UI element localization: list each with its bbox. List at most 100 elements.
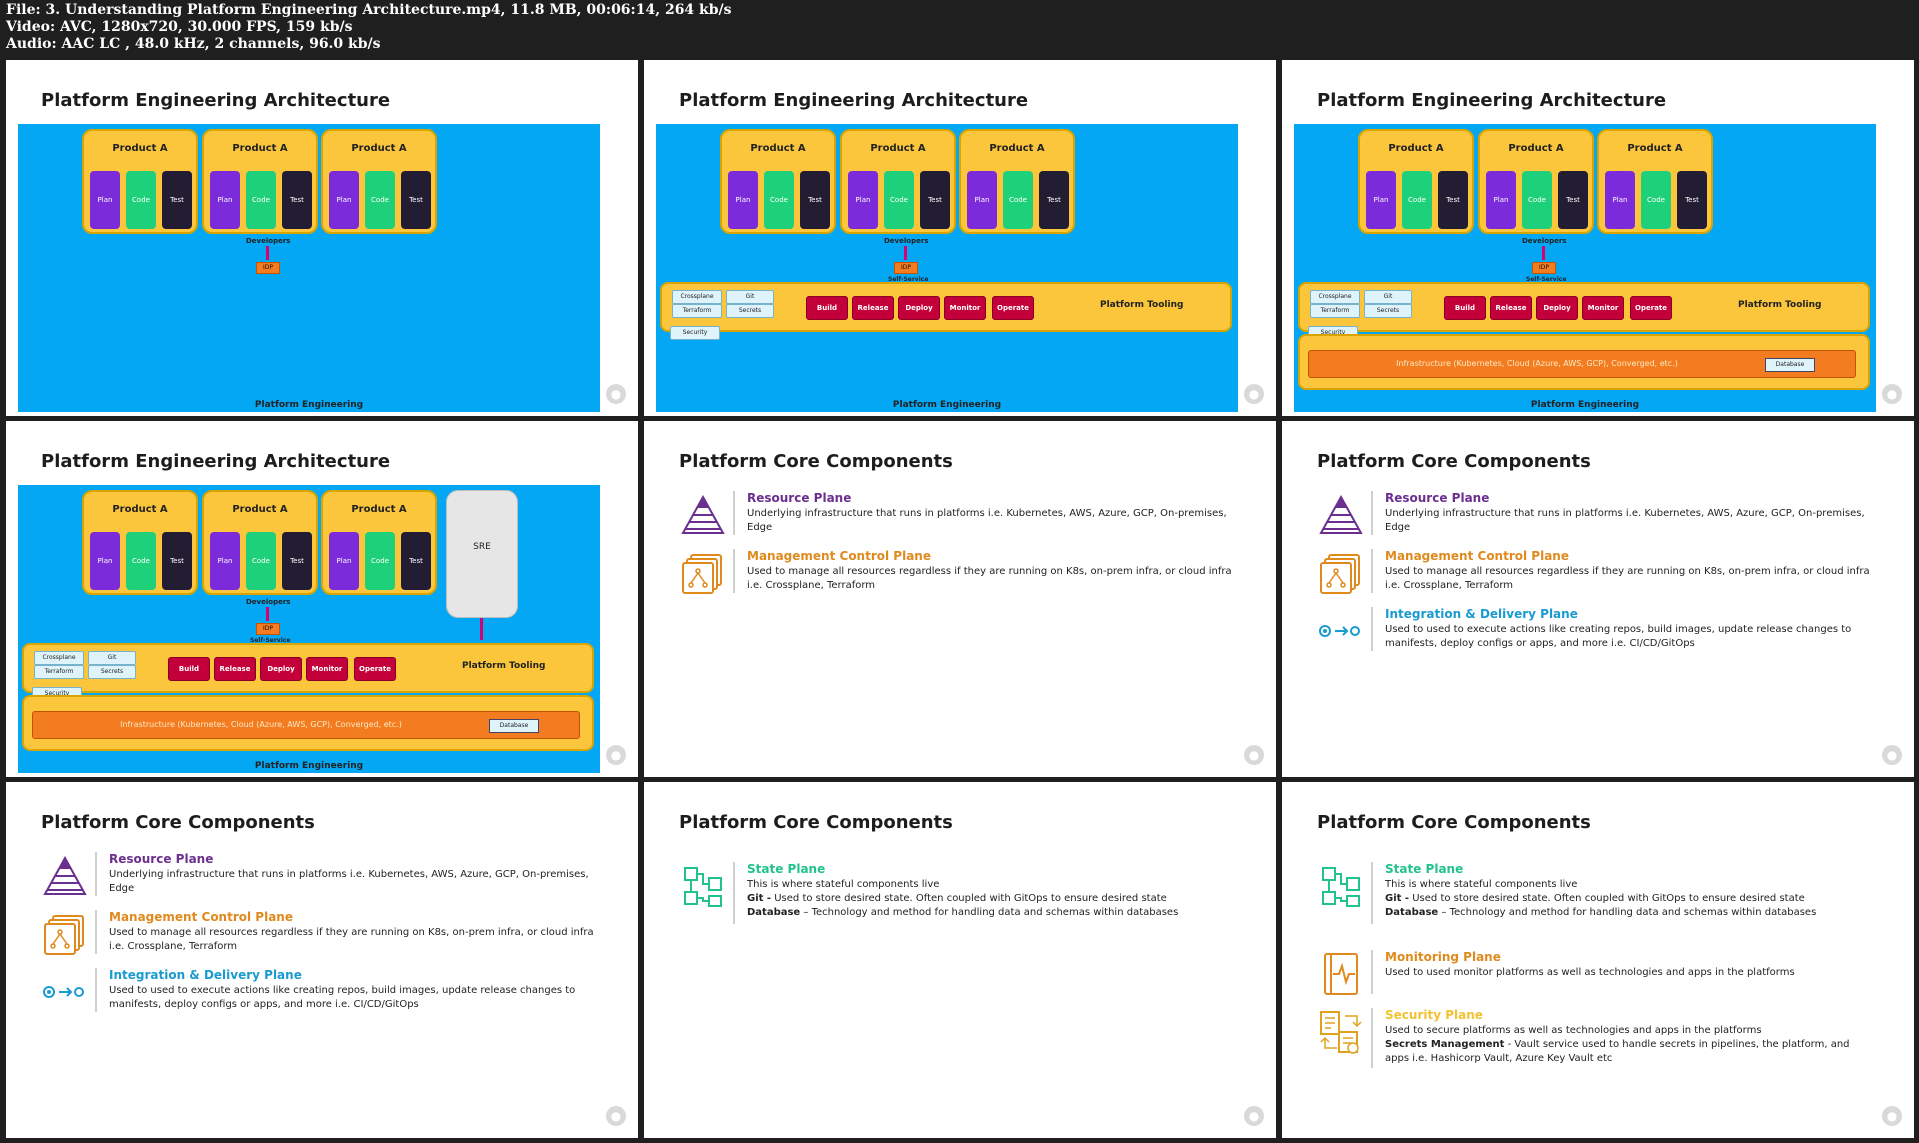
terraform-chip: Terraform (34, 665, 84, 679)
developers-label: Developers (246, 598, 291, 606)
git-chip: Git (1364, 290, 1412, 304)
state-plane-name: State Plane (747, 862, 826, 876)
resource-plane-name: Resource Plane (747, 491, 852, 505)
product-label: Product A (989, 143, 1045, 154)
pyramid-icon (1317, 491, 1365, 539)
management-plane-name: Management Control Plane (1385, 549, 1569, 563)
resource-plane-name: Resource Plane (1385, 491, 1490, 505)
test-column: Test (920, 171, 950, 229)
state-git-text: Used to store desired state. Often coupl… (771, 893, 1167, 904)
watermark-icon: ● (1244, 384, 1264, 404)
code-column: Code (126, 171, 156, 229)
plan-column: Plan (210, 171, 240, 229)
monitor-button: Monitor (306, 657, 348, 681)
watermark-icon: ● (606, 1106, 626, 1126)
code-column: Code (1402, 171, 1432, 229)
infrastructure-label: Infrastructure (Kubernetes, Cloud (Azure… (120, 720, 402, 729)
monitoring-plane-desc: Used to used monitor platforms as well a… (1385, 967, 1795, 978)
infrastructure-bar: Infrastructure (Kubernetes, Cloud (Azure… (32, 711, 580, 739)
idp-box: IDP (894, 262, 918, 274)
secrets-management-label: Secrets Management (1385, 1039, 1505, 1050)
operate-button: Operate (354, 657, 396, 681)
test-column: Test (1558, 171, 1588, 229)
terraform-chip: Terraform (1310, 304, 1360, 318)
self-service-label: Self-Service (250, 637, 291, 644)
layered-network-icon (41, 910, 89, 958)
build-button: Build (806, 296, 848, 320)
deploy-button: Deploy (1536, 296, 1578, 320)
divider (733, 862, 735, 924)
monitoring-plane-name: Monitoring Plane (1385, 950, 1501, 964)
divider (95, 968, 97, 1012)
code-column: Code (884, 171, 914, 229)
operate-button: Operate (1630, 296, 1672, 320)
resource-plane-desc: Underlying infrastructure that runs in p… (109, 869, 589, 894)
integration-plane-name: Integration & Delivery Plane (1385, 607, 1578, 621)
watermark-icon: ● (606, 745, 626, 765)
product-label: Product A (232, 143, 288, 154)
code-column: Code (365, 171, 395, 229)
watermark-icon: ● (1244, 745, 1264, 765)
divider (1371, 950, 1373, 994)
management-plane-name: Management Control Plane (109, 910, 293, 924)
plan-column: Plan (1605, 171, 1635, 229)
infrastructure-label: Infrastructure (Kubernetes, Cloud (Azure… (1396, 359, 1678, 368)
watermark-icon: ● (1244, 1106, 1264, 1126)
divider (1371, 1008, 1373, 1068)
deploy-button: Deploy (898, 296, 940, 320)
monitor-button: Monitor (944, 296, 986, 320)
secrets-chip: Secrets (1364, 304, 1412, 318)
git-chip: Git (88, 651, 136, 665)
state-flow-icon (1317, 862, 1365, 910)
sre-arrow (480, 618, 483, 640)
state-db-text: – Technology and method for handling dat… (1438, 907, 1817, 918)
release-button: Release (1490, 296, 1532, 320)
code-column: Code (365, 532, 395, 590)
security-plane-desc: Used to secure platforms as well as tech… (1385, 1024, 1875, 1066)
plan-column: Plan (728, 171, 758, 229)
product-label: Product A (870, 143, 926, 154)
plan-column: Plan (210, 532, 240, 590)
test-column: Test (282, 532, 312, 590)
layered-network-icon (679, 549, 727, 597)
slide-title: Platform Engineering Architecture (41, 90, 391, 111)
divider (1371, 491, 1373, 535)
resource-plane-desc: Underlying infrastructure that runs in p… (747, 508, 1227, 533)
test-column: Test (401, 171, 431, 229)
pyramid-icon (679, 491, 727, 539)
deploy-button: Deploy (260, 657, 302, 681)
monitor-button: Monitor (1582, 296, 1624, 320)
resource-plane-desc: Underlying infrastructure that runs in p… (1385, 508, 1865, 533)
secrets-chip: Secrets (88, 665, 136, 679)
test-column: Test (162, 532, 192, 590)
management-plane-desc: Used to manage all resources regardless … (1385, 566, 1870, 591)
divider (95, 852, 97, 896)
watermark-icon: ● (1882, 384, 1902, 404)
state-git-label: Git - (1385, 893, 1410, 904)
product-label: Product A (351, 143, 407, 154)
